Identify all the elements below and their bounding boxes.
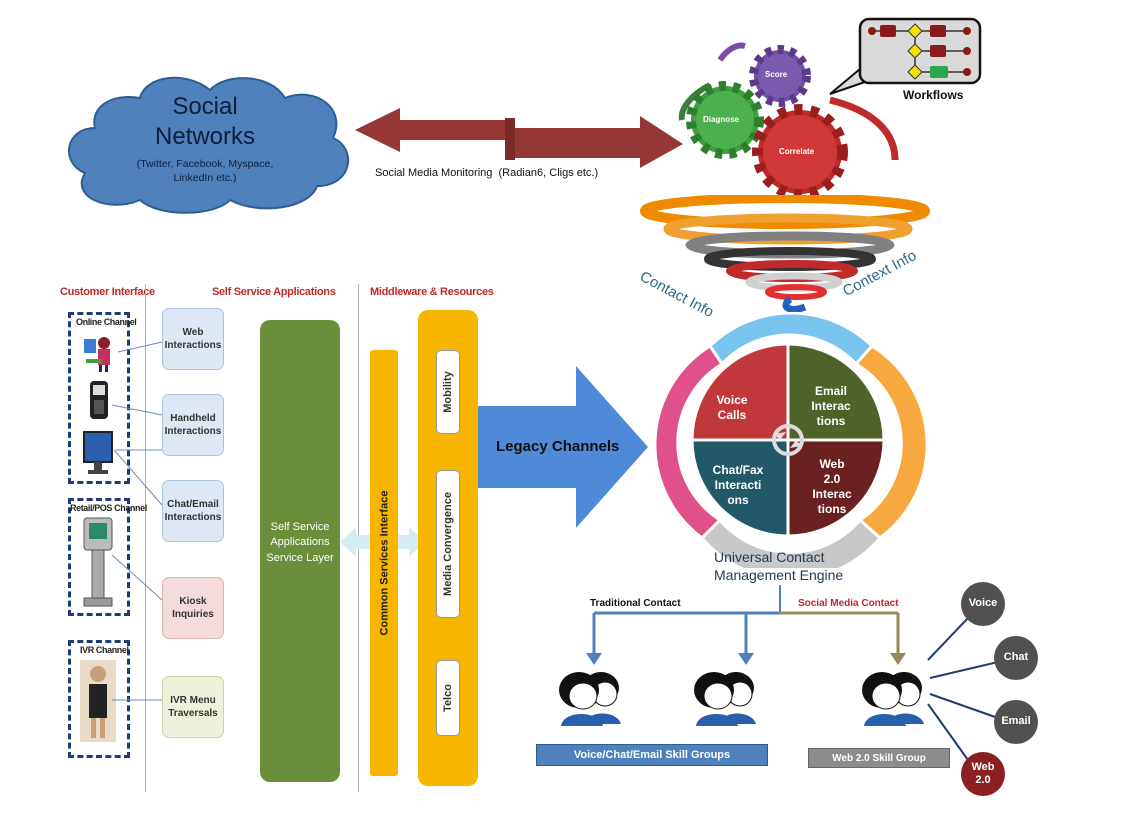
agent-group-icon-3	[862, 672, 924, 726]
social-networks-title: Social Networks	[110, 92, 300, 152]
contact-funnel	[640, 195, 930, 313]
engine-title: Universal Contact Management Engine	[714, 548, 843, 584]
header-customer-interface: Customer Interface	[60, 286, 155, 298]
correlate-gear	[752, 104, 848, 200]
common-services-bar	[370, 350, 398, 776]
social-media-contact-label: Social Media Contact	[798, 598, 899, 609]
engine-email-label: Email Interac tions	[811, 384, 851, 428]
online-channel-label: Online Channel	[76, 317, 137, 327]
channel-connectors	[111, 341, 163, 701]
media-convergence-box: Media Convergence	[436, 470, 460, 618]
header-self-service: Self Service Applications	[212, 286, 336, 298]
retail-channel-label: Retail/POS Channel	[70, 503, 147, 513]
media-convergence-label: Media Convergence	[442, 492, 455, 596]
gears-cluster	[678, 42, 899, 200]
mobility-box: Mobility	[436, 350, 460, 434]
engine-web-label: Web 2.0 Interac tions	[812, 457, 852, 516]
self-service-layer-label: Self Service Applications Service Layer	[266, 521, 334, 564]
diagnose-gear	[686, 81, 764, 159]
voice-quadrant	[690, 342, 790, 442]
common-services-label-wrap: Common Services Interface	[370, 350, 398, 776]
mobile-phone-icon	[90, 381, 108, 419]
universal-engine-wheel	[653, 312, 929, 568]
voice-bubble: Voice	[961, 582, 1005, 626]
telco-box: Telco	[436, 660, 460, 736]
email-quadrant	[786, 342, 886, 442]
legacy-channels-label: Legacy Channels	[496, 438, 620, 455]
social-networks-cloud	[68, 76, 349, 214]
person-computer-icon	[84, 337, 110, 372]
ivr-channel-label: IVR Channel	[80, 645, 129, 655]
web-quadrant	[786, 438, 886, 538]
app-kiosk-inquiries: Kiosk Inquiries	[162, 577, 224, 639]
agent-group-icon-2	[694, 672, 756, 726]
monitoring-double-arrow	[355, 108, 683, 168]
engine-title-line1: Universal Contact	[714, 549, 825, 565]
divider-left	[145, 284, 146, 792]
traditional-contact-label: Traditional Contact	[590, 598, 681, 609]
workflows-callout	[829, 17, 982, 95]
social-title-line1: Social	[172, 93, 238, 120]
mobility-label: Mobility	[442, 371, 454, 413]
social-title-line2: Networks	[154, 123, 256, 150]
engine-title-line2: Management Engine	[714, 567, 844, 583]
engine-voice-label: Voice Calls	[716, 393, 748, 422]
self-service-layer	[260, 320, 340, 782]
email-bubble: Email	[994, 700, 1038, 744]
monitor-icon	[83, 431, 113, 474]
social-networks-subtitle: (Twitter, Facebook, Myspace, LinkedIn et…	[100, 157, 310, 185]
workflows-label: Workflows	[903, 88, 964, 102]
telco-label: Telco	[442, 684, 455, 712]
app-chat-email-interactions: Chat/Email Interactions	[162, 480, 224, 542]
legacy-channels-arrow	[478, 366, 648, 528]
social-sub-line1: (Twitter, Facebook, Myspace,	[136, 158, 274, 170]
social-sub-line2: LinkedIn etc.)	[173, 172, 237, 184]
web-bubble: Web 2.0	[961, 752, 1005, 796]
gear-label-correlate: Correlate	[779, 147, 815, 156]
voice-chat-email-skill-groups: Voice/Chat/Email Skill Groups	[536, 744, 768, 766]
common-services-label: Common Services Interface	[378, 490, 391, 636]
ivr-person-icon	[80, 660, 116, 742]
chat-bubble: Chat	[994, 636, 1038, 680]
social-channel-spokes	[927, 617, 999, 761]
chat-quadrant	[690, 438, 790, 538]
gear-label-diagnose: Diagnose	[703, 115, 740, 124]
header-middleware: Middleware & Resources	[370, 286, 494, 298]
app-ivr-menu-traversals: IVR Menu Traversals	[162, 676, 224, 738]
score-gear	[749, 45, 811, 107]
app-handheld-interactions: Handheld Interactions	[162, 394, 224, 456]
app-web-interactions: Web Interactions	[162, 308, 224, 370]
gear-label-score: Score	[765, 70, 788, 79]
social-media-monitoring-label: Social Media Monitoring (Radian6, Cligs …	[375, 167, 599, 179]
web-skill-group: Web 2.0 Skill Group	[808, 748, 950, 768]
engine-chat-label: Chat/Fax Interacti ons	[712, 463, 764, 507]
kiosk-icon	[83, 517, 113, 607]
contact-tree-lines	[586, 585, 906, 665]
agent-group-icon-1	[559, 672, 621, 726]
